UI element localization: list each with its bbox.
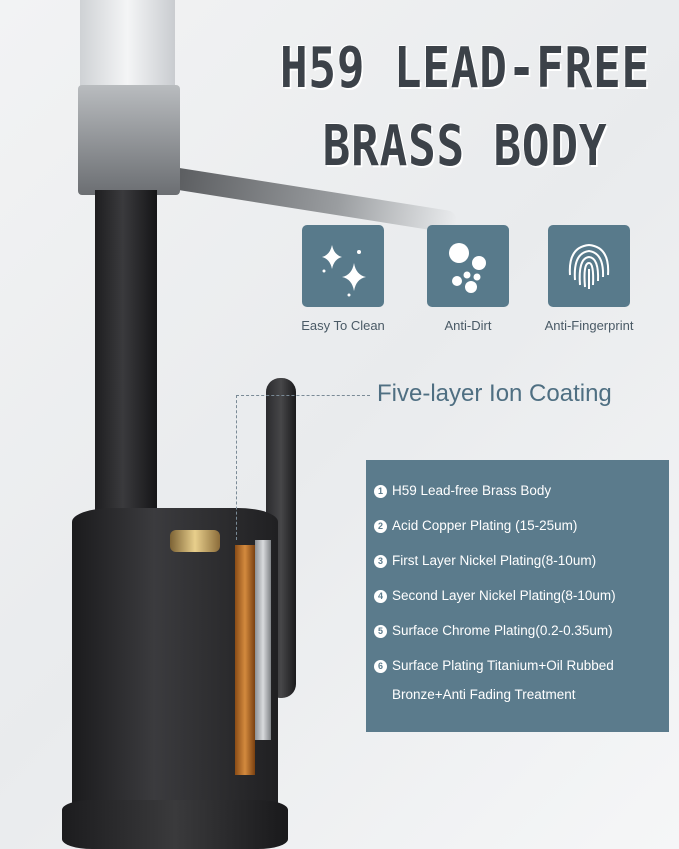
faucet-tube — [95, 190, 157, 520]
layer-text: Surface Chrome Plating(0.2-0.35um) — [392, 623, 613, 638]
feature-label: Anti-Fingerprint — [544, 318, 634, 333]
feature-anti-fingerprint — [548, 225, 630, 307]
nickel-layer — [255, 540, 271, 740]
faucet-image — [62, 0, 459, 849]
layer-item: 4 Second Layer Nickel Plating(8-10um) — [374, 587, 616, 605]
layer-number: 6 — [374, 660, 387, 673]
layer-item: 5 Surface Chrome Plating(0.2-0.35um) — [374, 622, 613, 640]
feature-anti-dirt — [427, 225, 509, 307]
layer-item-continued: Bronze+Anti Fading Treatment — [392, 687, 576, 702]
title-line-1: H59 LEAD-FREE — [279, 36, 651, 101]
layer-item: 2 Acid Copper Plating (15-25um) — [374, 517, 577, 535]
layer-number: 3 — [374, 555, 387, 568]
layer-number: 2 — [374, 520, 387, 533]
layer-item: 1 H59 Lead-free Brass Body — [374, 482, 551, 500]
layers-panel: 1 H59 Lead-free Brass Body 2 Acid Copper P… — [366, 460, 669, 732]
spout-hose — [80, 0, 175, 90]
layer-text: Acid Copper Plating (15-25um) — [392, 518, 578, 533]
bubbles-icon — [449, 243, 486, 293]
brass-core — [170, 530, 220, 552]
layer-text: Second Layer Nickel Plating(8-10um) — [392, 588, 616, 603]
sparkle-icon — [322, 245, 366, 297]
fingerprint-icon — [568, 243, 610, 289]
layer-number: 5 — [374, 625, 387, 638]
layer-text: Surface Plating Titanium+Oil Rubbed — [392, 658, 614, 673]
feature-easy-to-clean — [302, 225, 384, 307]
layer-number: 1 — [374, 485, 387, 498]
layer-text: H59 Lead-free Brass Body — [392, 483, 552, 498]
layer-item: 6 Surface Plating Titanium+Oil Rubbed — [374, 657, 614, 675]
feature-label: Easy To Clean — [301, 318, 385, 333]
callout-dashed-line — [236, 395, 370, 540]
copper-layer — [235, 545, 255, 775]
layer-text: First Layer Nickel Plating(8-10um) — [392, 553, 597, 568]
coating-heading: Five-layer Ion Coating — [377, 380, 612, 407]
title-line-2: BRASS BODY — [322, 114, 608, 179]
base-foot — [62, 800, 288, 849]
feature-label: Anti-Dirt — [444, 318, 492, 333]
spout-collar — [78, 85, 180, 195]
layer-item: 3 First Layer Nickel Plating(8-10um) — [374, 552, 596, 570]
layer-number: 4 — [374, 590, 387, 603]
